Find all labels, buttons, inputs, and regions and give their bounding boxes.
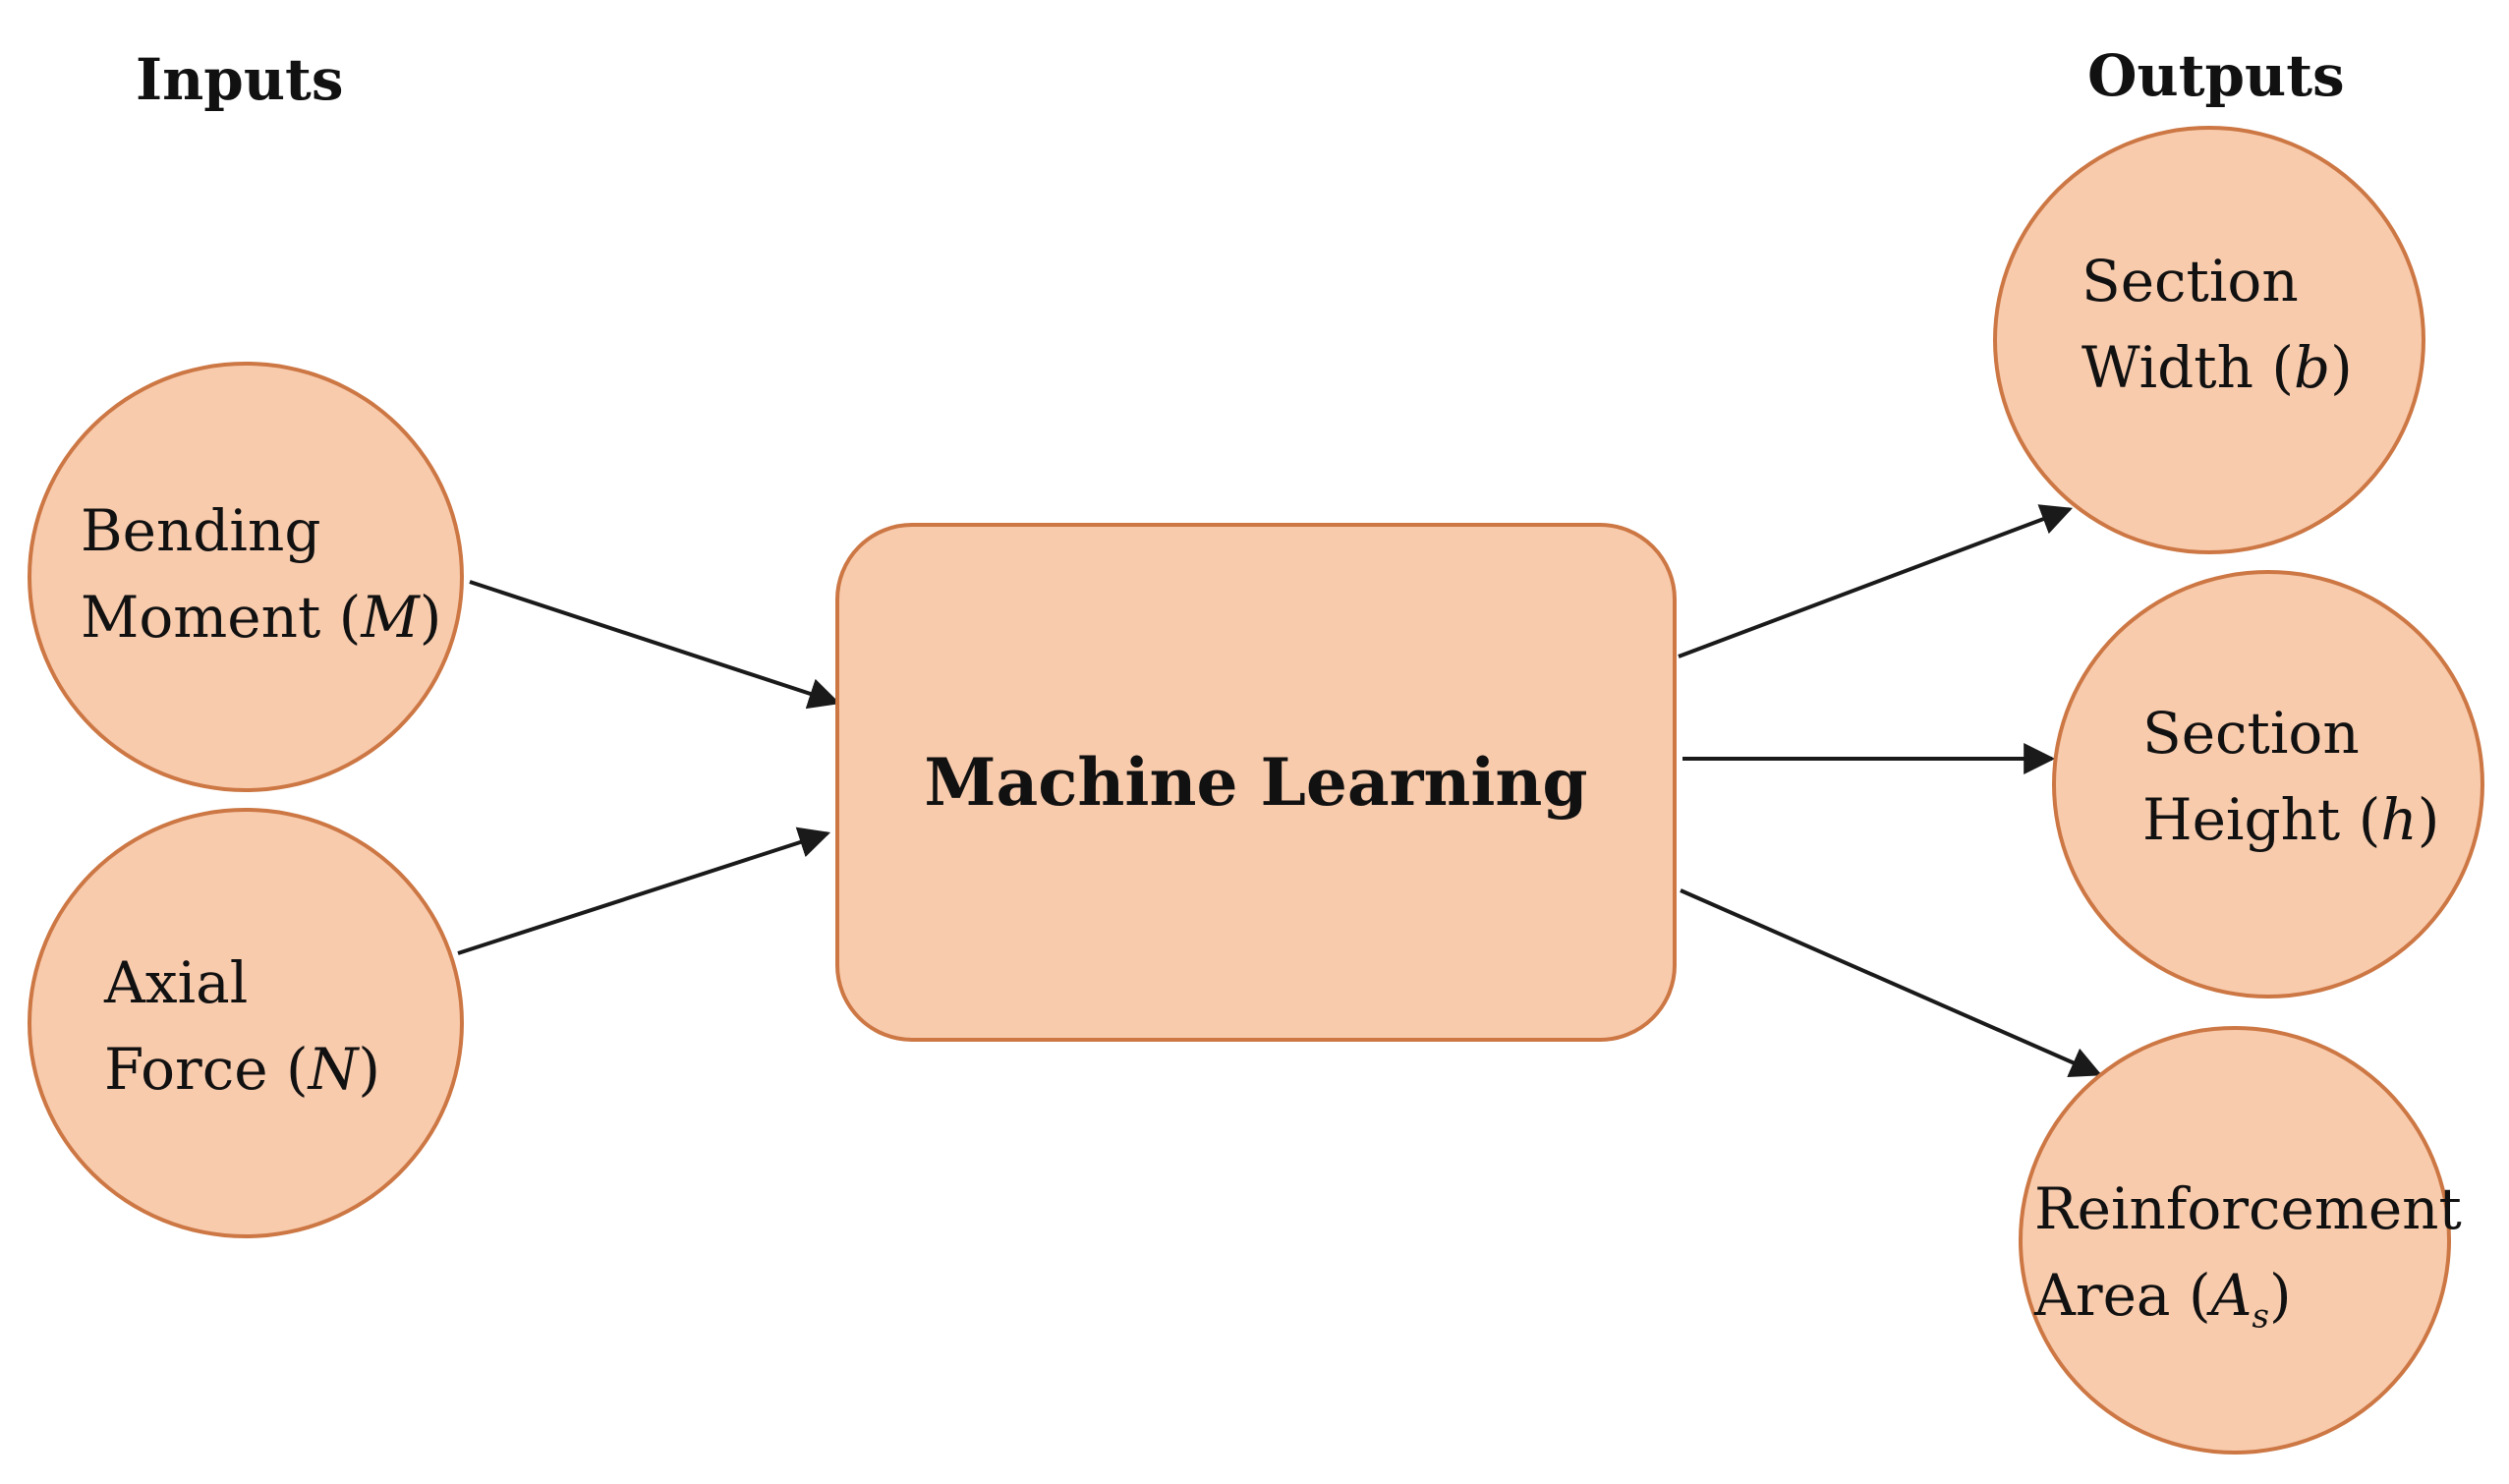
symbol-a: A (2210, 1262, 2252, 1329)
machine-learning-label: Machine Learning (924, 744, 1588, 821)
output-label-line1: Reinforcement (2034, 1175, 2462, 1242)
output-node-section-height: Section Height (h) (2052, 570, 2484, 999)
symbol-h: h (2380, 786, 2418, 853)
input-label-line1: Bending (81, 497, 321, 564)
arrow-bending-to-ml (469, 580, 841, 710)
outputs-heading: Outputs (2087, 42, 2345, 109)
output-label-line2: Area (As) (2034, 1262, 2292, 1337)
arrow-ml-to-reinforcement (1680, 888, 2102, 1078)
output-label-line2: Width (b) (2081, 334, 2353, 401)
input-label-line2: Force (N) (104, 1036, 380, 1103)
output-node-reinforcement-area: Reinforcement Area (As) (2019, 1026, 2462, 1455)
symbol-n: N (308, 1036, 359, 1103)
symbol-a-subscript: s (2252, 1296, 2269, 1337)
output-node-section-width: Section Width (b) (1993, 126, 2425, 554)
output-label-line1: Section (2142, 700, 2360, 767)
inputs-heading: Inputs (136, 46, 344, 113)
arrow-axial-to-ml (457, 827, 831, 955)
output-label-line2: Height (h) (2142, 786, 2440, 853)
arrow-ml-to-width (1678, 504, 2073, 658)
input-label-line1: Axial (104, 949, 249, 1016)
machine-learning-box: Machine Learning (835, 523, 1677, 1042)
output-label-line1: Section (2081, 248, 2299, 314)
symbol-b: b (2294, 334, 2331, 401)
symbol-m: M (361, 584, 420, 651)
input-node-axial-force: Axial Force (N) (28, 808, 464, 1238)
input-label-line2: Moment (M) (81, 584, 442, 651)
input-node-bending-moment: Bending Moment (M) (28, 362, 464, 792)
